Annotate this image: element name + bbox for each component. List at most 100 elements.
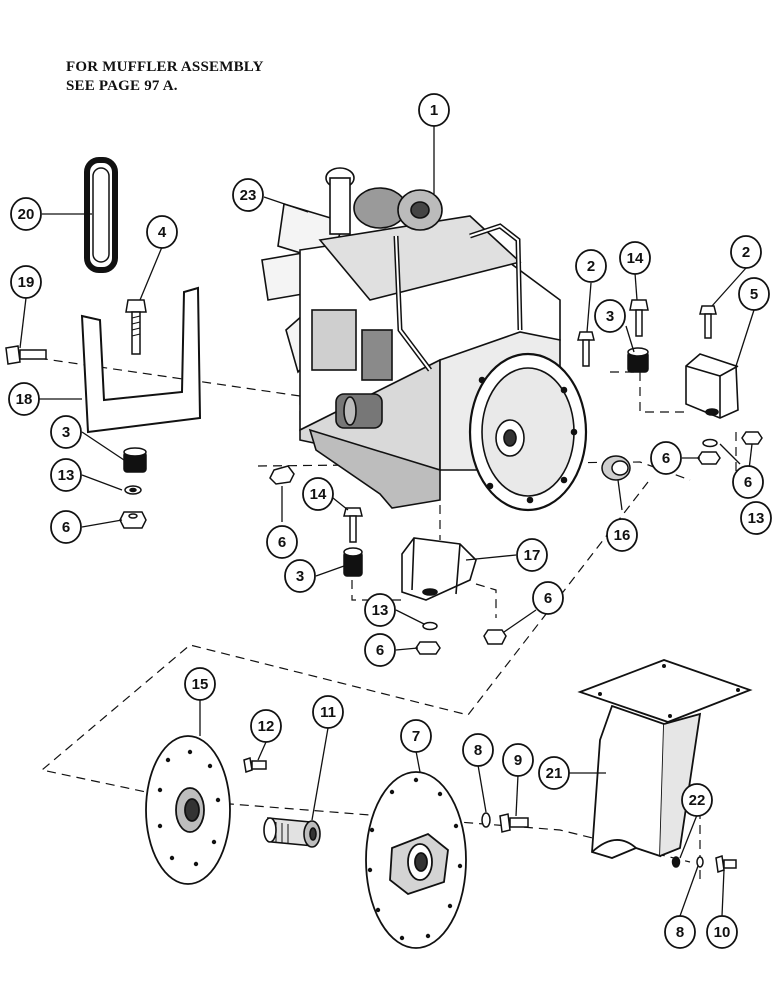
engine-assembly	[261, 167, 588, 512]
callout-number: 3	[606, 308, 614, 325]
bolt-2-right	[699, 305, 717, 339]
callout-number: 10	[714, 924, 731, 941]
callout-number: 8	[474, 742, 482, 759]
callout-13: 13	[364, 593, 396, 627]
flywheel-adapter-plate	[365, 771, 467, 949]
bolt-2-center	[577, 331, 595, 367]
callout-number: 4	[158, 224, 167, 241]
callout-12: 12	[250, 709, 282, 743]
callout-6: 6	[650, 441, 682, 475]
callout-19: 19	[10, 265, 42, 299]
callout-group: 1223334566666678891011121313131414151617…	[8, 93, 772, 949]
callout-circle	[462, 733, 494, 767]
callout-17: 17	[516, 538, 548, 572]
nut-left	[119, 511, 147, 529]
muffler-note-line-2: SEE PAGE 97 A.	[66, 78, 178, 94]
callout-number: 21	[546, 765, 563, 782]
callout-number: 18	[16, 391, 33, 408]
callout-3: 3	[284, 559, 316, 593]
callout-3: 3	[50, 415, 82, 449]
callout-5: 5	[738, 277, 770, 311]
callout-circle	[538, 756, 570, 790]
callout-circle	[516, 538, 548, 572]
callout-number: 6	[544, 590, 552, 607]
bolt-14-right	[629, 299, 649, 337]
callout-circle	[50, 458, 82, 492]
nut-center-bottom	[415, 641, 441, 655]
callout-circle	[740, 501, 772, 535]
lock-washer-8-rear	[696, 856, 704, 868]
callout-circle	[732, 465, 764, 499]
callout-circle	[418, 93, 450, 127]
callout-circle	[738, 277, 770, 311]
callout-number: 8	[676, 924, 684, 941]
callout-6: 6	[732, 465, 764, 499]
callout-number: 11	[320, 704, 336, 721]
callout-circle	[664, 915, 696, 949]
callout-9: 9	[502, 743, 534, 777]
callout-circle	[681, 783, 713, 817]
callout-11: 11	[312, 695, 344, 729]
callout-number: 7	[412, 728, 420, 745]
callout-14: 14	[619, 241, 651, 275]
callout-1: 1	[418, 93, 450, 127]
callout-16: 16	[606, 518, 638, 552]
callout-number: 19	[18, 274, 35, 291]
callout-3: 3	[594, 299, 626, 333]
callout-8: 8	[462, 733, 494, 767]
leader-lines	[19, 126, 755, 917]
callout-23: 23	[232, 178, 264, 212]
lock-washer-8	[481, 812, 491, 828]
callout-circle	[650, 441, 682, 475]
nut-right-2	[741, 431, 763, 445]
nut-center-right	[483, 629, 507, 645]
callout-number: 15	[192, 676, 209, 693]
rear-mount-bracket	[577, 659, 753, 859]
callout-13: 13	[50, 458, 82, 492]
callout-18: 18	[8, 382, 40, 416]
callout-circle	[619, 241, 651, 275]
bolt-12	[243, 757, 267, 773]
callout-circle	[502, 743, 534, 777]
nut-right-1	[697, 451, 721, 465]
callout-8: 8	[664, 915, 696, 949]
callout-circle	[730, 235, 762, 269]
callout-10: 10	[706, 915, 738, 949]
nut-center-top	[269, 465, 295, 485]
side-mount-bracket	[685, 353, 739, 419]
callout-number: 6	[376, 642, 384, 659]
callout-20: 20	[10, 197, 42, 231]
callout-number: 13	[372, 602, 389, 619]
rubber-mount-left	[123, 447, 147, 473]
callout-circle	[8, 382, 40, 416]
callout-number: 13	[748, 510, 765, 527]
callout-number: 6	[62, 519, 70, 536]
callout-number: 6	[278, 534, 286, 551]
callout-21: 21	[538, 756, 570, 790]
callout-number: 20	[18, 206, 35, 223]
callout-circle	[250, 709, 282, 743]
bolt-9	[499, 813, 529, 833]
bolt-10	[715, 855, 737, 873]
callout-number: 14	[310, 486, 327, 503]
callout-number: 14	[627, 250, 644, 267]
rubber-mount-center	[343, 547, 363, 577]
callout-circle	[594, 299, 626, 333]
callout-circle	[312, 695, 344, 729]
callout-2: 2	[730, 235, 762, 269]
callout-circle	[302, 477, 334, 511]
callout-circle	[400, 719, 432, 753]
callout-number: 2	[742, 244, 750, 261]
flexplate-disc	[145, 735, 231, 885]
callout-number: 9	[514, 752, 522, 769]
callout-4: 4	[146, 215, 178, 249]
callout-circle	[232, 178, 264, 212]
callout-6: 6	[266, 525, 298, 559]
callout-circle	[364, 593, 396, 627]
callout-circle	[575, 249, 607, 283]
washer-center	[422, 621, 438, 631]
callout-number: 16	[614, 527, 631, 544]
callout-circle	[10, 197, 42, 231]
fan-belt	[84, 157, 118, 273]
